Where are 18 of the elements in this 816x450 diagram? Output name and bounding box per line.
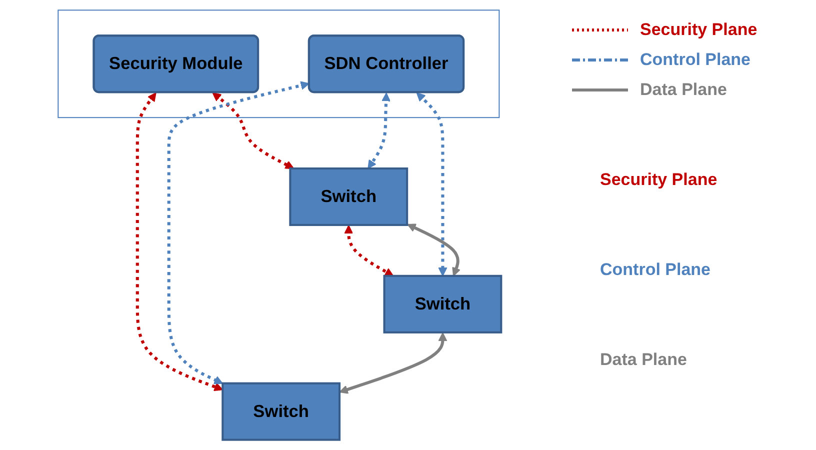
- legend-text: Control Plane: [640, 50, 751, 70]
- arrow: [168, 81, 310, 384]
- plane-label: Data Plane: [600, 350, 688, 370]
- cluster: [58, 10, 500, 118]
- arrow: [212, 92, 294, 169]
- plane-label: Security Plane: [600, 170, 718, 190]
- arrow: [136, 92, 224, 392]
- node-box: Switch: [384, 274, 503, 334]
- arrow: [407, 224, 461, 276]
- arrow: [344, 225, 394, 276]
- plane-label: Control Plane: [600, 260, 712, 280]
- node-box: Switch: [290, 167, 408, 226]
- node-box: Switch: [222, 382, 341, 441]
- arrow: [368, 92, 391, 169]
- legend-text: Security Plane: [640, 20, 758, 40]
- arrow: [416, 92, 448, 276]
- legend-text: Data Plane: [640, 80, 727, 100]
- arrow: [339, 332, 448, 394]
